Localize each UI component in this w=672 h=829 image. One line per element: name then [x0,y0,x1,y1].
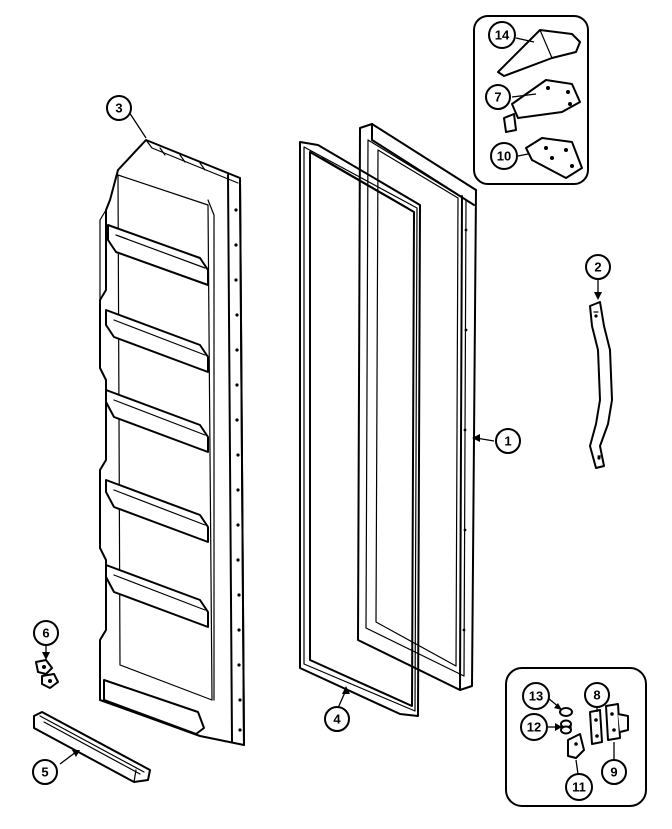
callout-14: 14 [488,21,516,49]
callout-7: 7 [485,84,511,110]
clip-part [35,659,59,689]
callout-1-label: 1 [504,434,511,449]
outer-door-panel-part [357,123,477,691]
callout-2-label: 2 [594,260,601,275]
callout-7-label: 7 [494,90,501,105]
callout-9: 9 [601,759,627,785]
callout-4-label: 4 [333,712,341,727]
callout-14-label: 14 [495,28,510,43]
callout-12-label: 12 [527,720,541,735]
door-handle-part [589,301,613,469]
callout-5: 5 [32,759,58,785]
callout-12: 12 [520,713,548,741]
callout-6-label: 6 [42,626,49,641]
callout-3: 3 [106,95,132,121]
callout-13: 13 [522,682,550,710]
hinge-hardware-inset [505,667,647,807]
callout-6: 6 [33,620,59,646]
callout-2: 2 [585,254,611,280]
door-gasket-part [299,141,421,717]
callout-1: 1 [495,428,521,454]
bottom-trim-part [33,711,151,783]
callout-5-label: 5 [41,765,48,780]
callout-13-label: 13 [529,689,543,704]
hinge-cover-inset [473,15,589,185]
callout-11-label: 11 [572,780,586,795]
leader-lines [42,37,615,775]
callout-10-label: 10 [497,149,511,164]
callout-3-label: 3 [115,101,122,116]
callout-4: 4 [324,706,350,732]
callout-11: 11 [565,773,593,801]
callout-8: 8 [584,682,610,708]
callout-8-label: 8 [593,688,600,703]
door-liner-part [99,139,245,746]
callout-10: 10 [490,142,518,170]
callout-9-label: 9 [610,765,617,780]
